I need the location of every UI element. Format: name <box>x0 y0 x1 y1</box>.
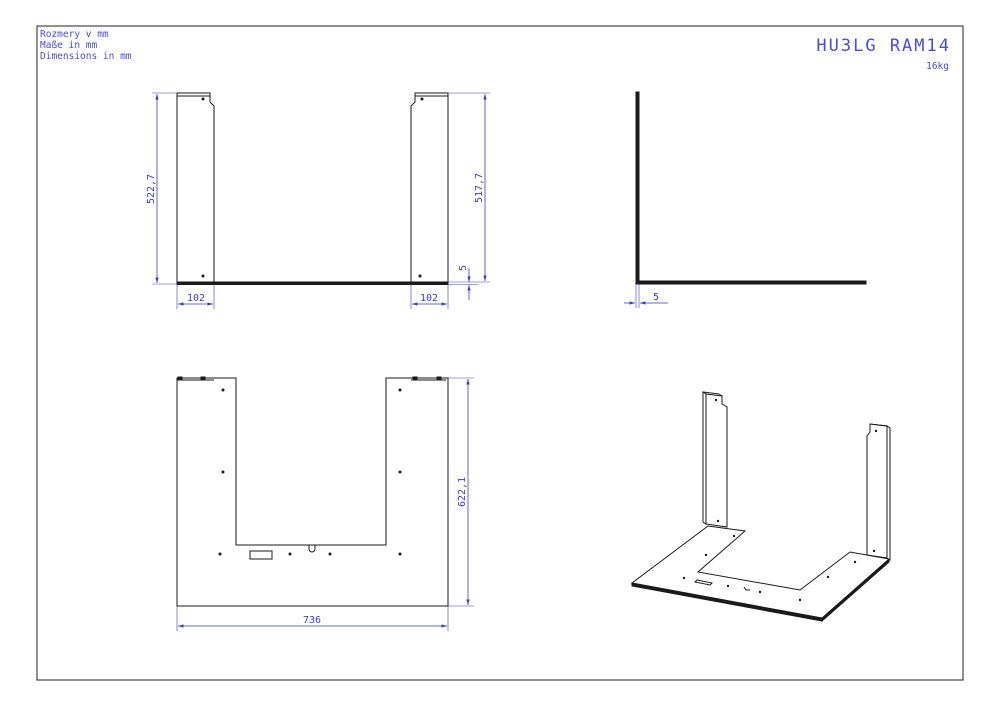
title-block: HU3LG RAM14 16kg <box>816 36 951 72</box>
units-note-german: Maße in mm <box>40 40 97 51</box>
dim-side-thickness: 5 <box>653 292 659 303</box>
dim-top-width: 736 <box>303 615 321 626</box>
side-view: 5 <box>624 91 867 308</box>
units-note: Rozmery v mm Maße in mm Dimensions in mm <box>40 29 132 62</box>
isometric-base-plate <box>630 525 891 619</box>
front-view: 522,7 517,7 5 102 102 <box>146 92 490 309</box>
dim-front-left-height: 522,7 <box>146 174 157 204</box>
isometric-right-upright <box>866 423 888 559</box>
isometric-left-upright <box>705 393 728 528</box>
part-number: HU3LG RAM14 <box>816 36 951 56</box>
front-view-right-upright <box>410 92 449 284</box>
dim-front-right-width: 102 <box>420 293 438 304</box>
front-view-left-upright <box>176 92 215 284</box>
dim-front-left-width: 102 <box>187 293 205 304</box>
top-view-plate <box>176 377 449 607</box>
side-view-profile <box>635 91 867 285</box>
top-view: 622,1 736 <box>176 376 474 631</box>
dim-front-right-height: 517,7 <box>474 173 485 203</box>
dim-front-thickness: 5 <box>458 265 469 271</box>
dim-top-depth: 622,1 <box>457 477 468 507</box>
units-note-czech: Rozmery v mm <box>40 29 109 40</box>
isometric-view <box>630 391 891 623</box>
units-note-english: Dimensions in mm <box>40 51 132 62</box>
part-weight: 16kg <box>926 61 949 72</box>
drawing-frame <box>36 25 964 681</box>
top-view-slot <box>249 550 273 560</box>
front-view-base-plate <box>176 281 449 285</box>
